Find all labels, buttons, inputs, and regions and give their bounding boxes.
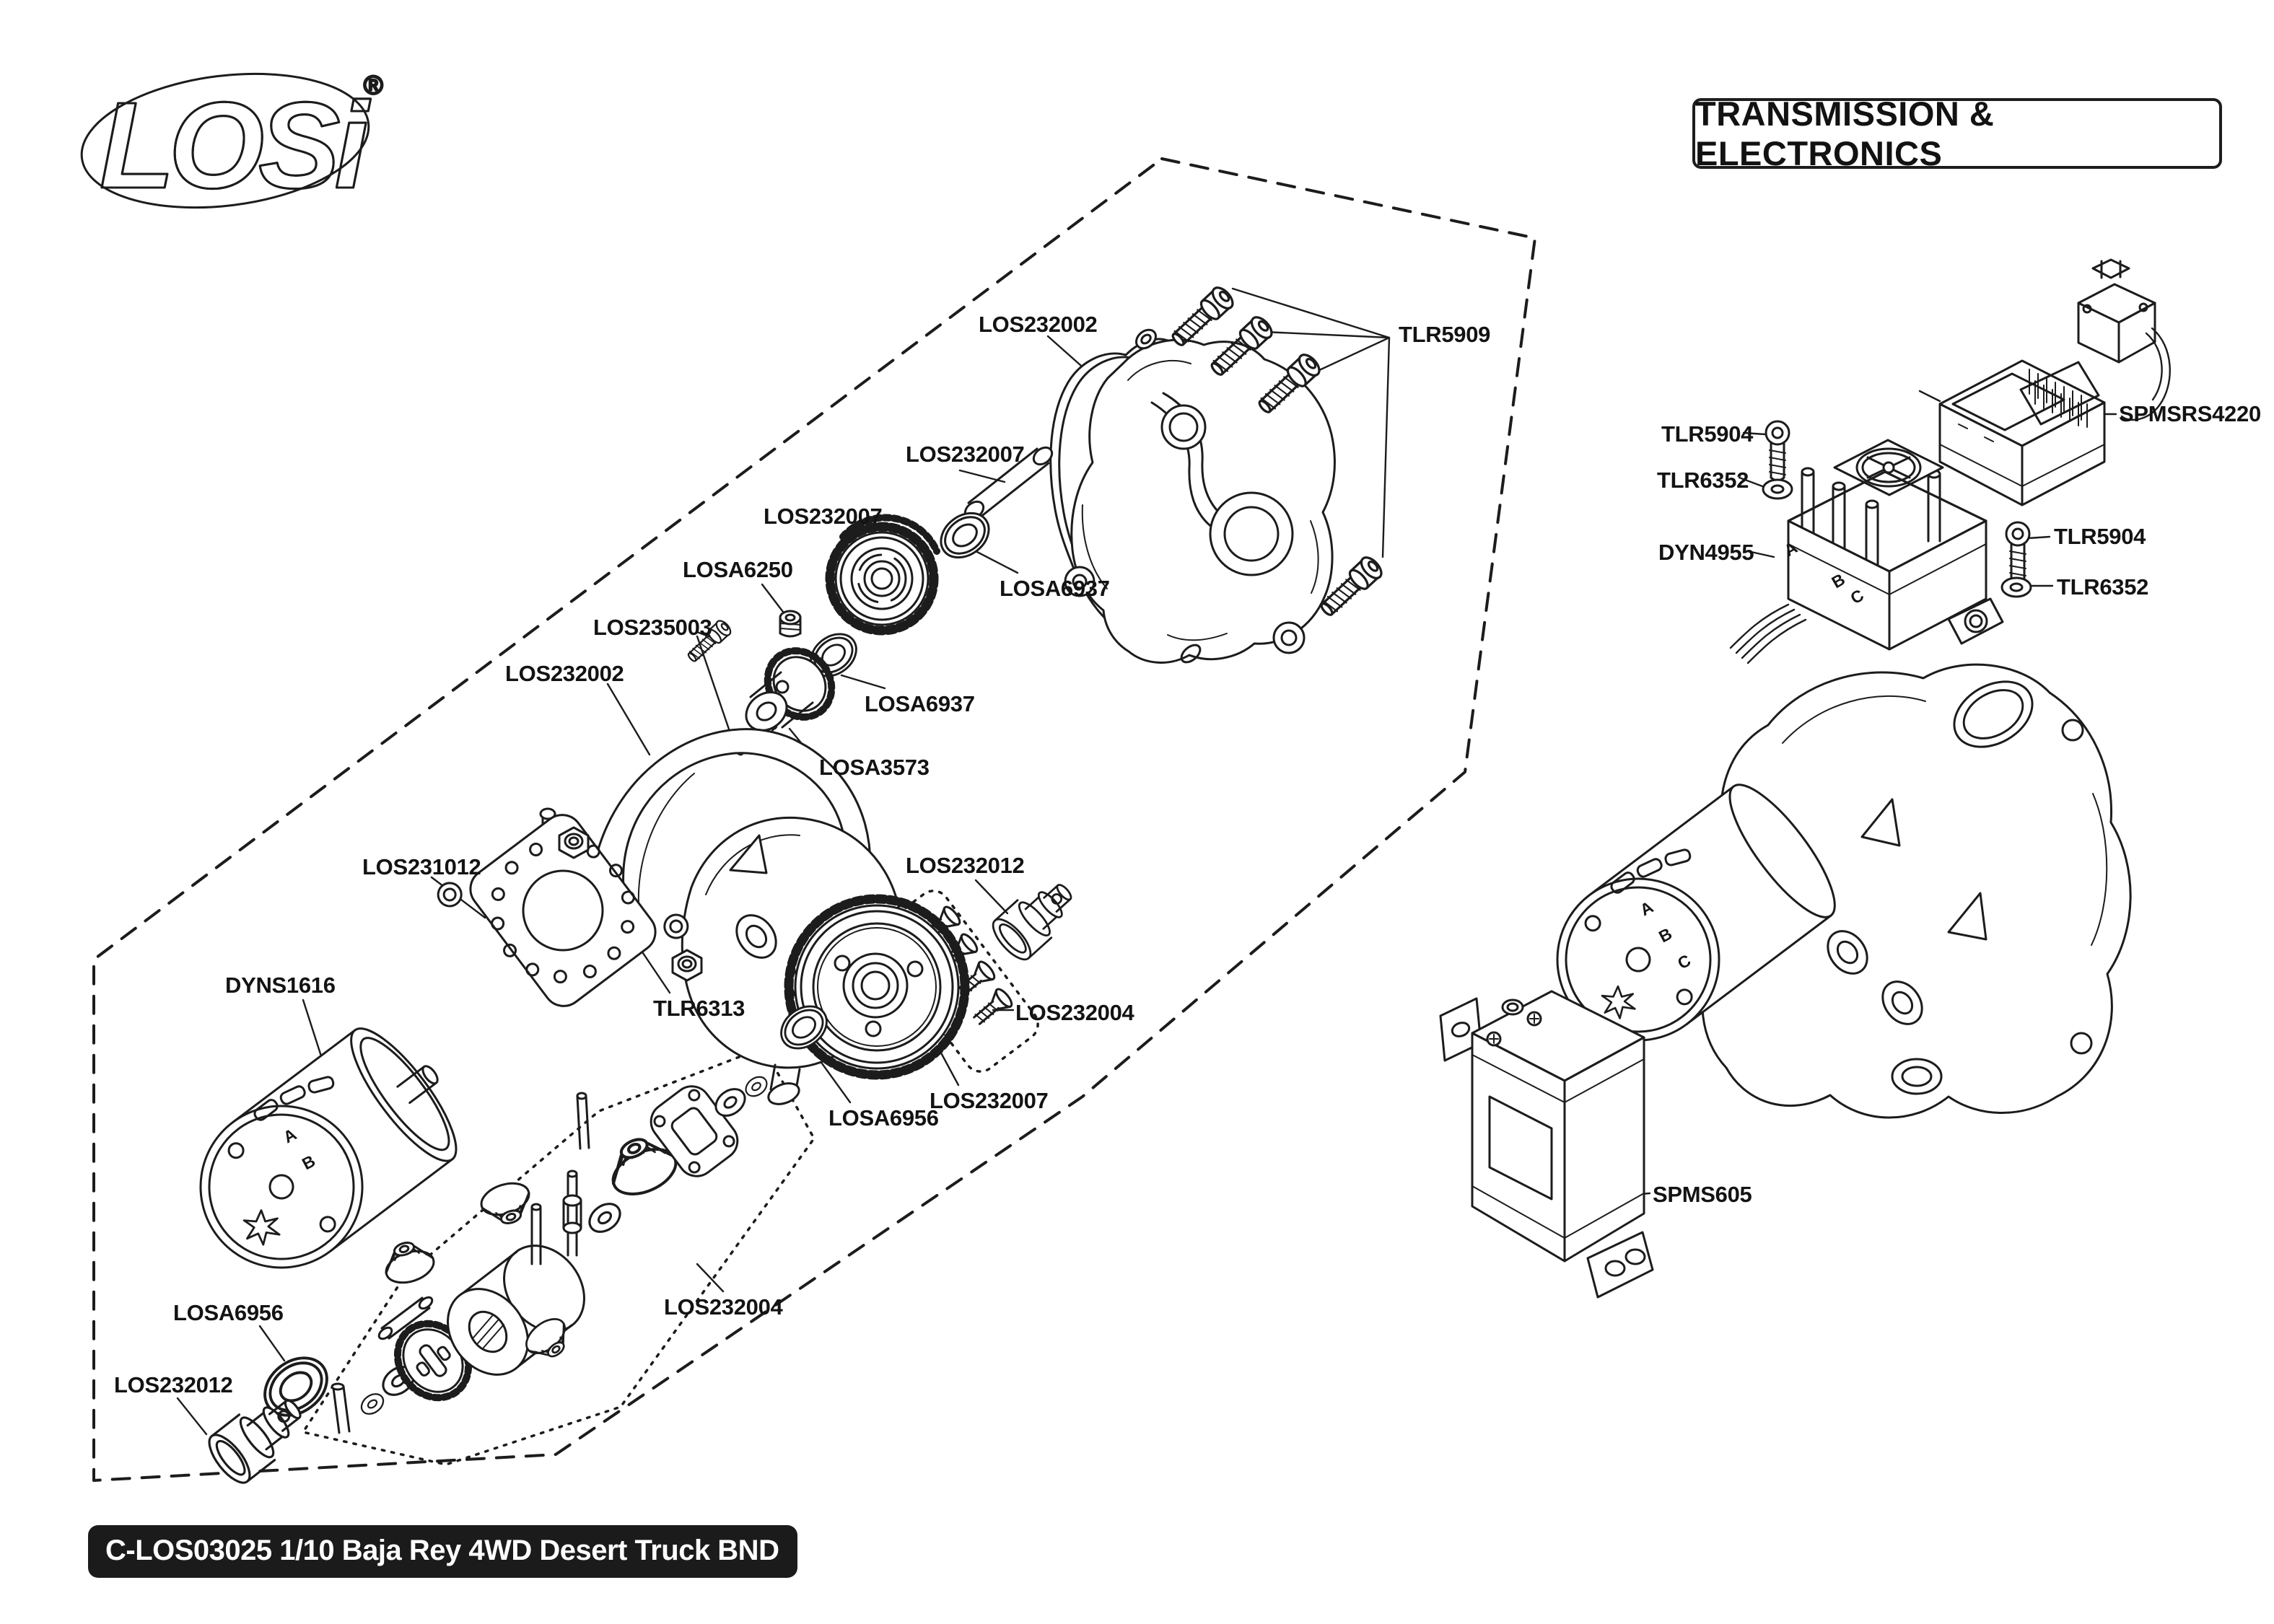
esc-screw-tlr5904 [2005,521,2031,583]
spur-gear-los232007 [784,894,970,1080]
registered-mark-icon: ® [364,70,383,100]
kit-id-bar: C-LOS03025 1/10 Baja Rey 4WD Desert Truc… [88,1525,798,1578]
receiver-spmsrs4220 [1918,359,2106,506]
losi-logo: LOSi LOSi ® [80,69,384,216]
part-label-tlr6313: TLR6313 [653,996,745,1021]
motor-plate-los231012 [437,807,689,1007]
part-label-dyns1616: DYNS1616 [225,973,336,998]
part-label-los235003: LOS235003 [593,615,712,640]
part-label-losa6250: LOSA6250 [683,557,793,582]
part-label-tlr5904-rx: TLR5904 [1661,421,1754,447]
part-label-losa3573: LOSA3573 [819,755,930,780]
part-label-tlr6352-esc: TLR6352 [2057,574,2149,600]
part-label-los232002-cover: LOS232002 [979,312,1098,337]
part-label-losa6956-bottom: LOSA6956 [173,1300,284,1325]
esc-dyn4955: A B C [1729,439,2004,664]
pinion-gear-losa3573 [745,647,836,732]
part-label-spmsrs4220: SPMSRS4220 [2119,401,2261,426]
part-label-los232004-diff: LOS232004 [664,1294,783,1320]
gear-cover-los232002 [1049,328,1336,664]
set-screw-losa6250 [779,610,802,638]
part-label-los231012: LOS231012 [362,854,481,879]
page-title: TRANSMISSION & ELECTRONICS [1692,95,2222,172]
receiver-screw-tlr5904 [1764,420,1790,482]
diff-assembly-los232004 [331,1072,771,1434]
part-label-tlr5904-esc: TLR5904 [2054,524,2146,549]
part-label-los232007-idler: LOS232007 [764,504,883,529]
receiver-switch [2077,258,2171,421]
esc-washer-tlr6352 [2000,576,2032,598]
part-label-losa6956-spur: LOSA6956 [828,1105,939,1131]
part-label-losa6937-upper: LOSA6937 [1000,576,1110,601]
part-label-los232007-spur: LOS232007 [930,1088,1049,1113]
part-label-los232012-bottom: LOS232012 [114,1372,233,1397]
assembled-transmission: A B C [1556,663,2132,1119]
logo-text: LOSi [100,77,371,214]
part-label-tlr6352-rx: TLR6352 [1657,468,1749,493]
part-label-los232002-case: LOS232002 [505,661,624,686]
output-coupler-los232012-top [986,869,1085,967]
idler-gear-los232007 [825,514,940,636]
part-label-los232004-screws: LOS232004 [1015,1000,1134,1025]
logo-text-outline: LOSi [100,77,371,214]
part-label-spms605: SPMS605 [1653,1182,1752,1207]
servo-spms605 [1439,990,1654,1299]
receiver-washer-tlr6352 [1762,478,1793,500]
part-label-los232007-shaft: LOS232007 [906,442,1025,467]
motor-dyns1616: A B [199,1027,458,1269]
part-label-losa6937-lower: LOSA6937 [865,691,975,716]
part-label-tlr5909: TLR5909 [1399,322,1491,347]
part-label-los232012-top: LOS232012 [906,853,1025,878]
part-label-dyn4955: DYN4955 [1658,540,1754,565]
diff-group-boundary [302,1046,815,1466]
